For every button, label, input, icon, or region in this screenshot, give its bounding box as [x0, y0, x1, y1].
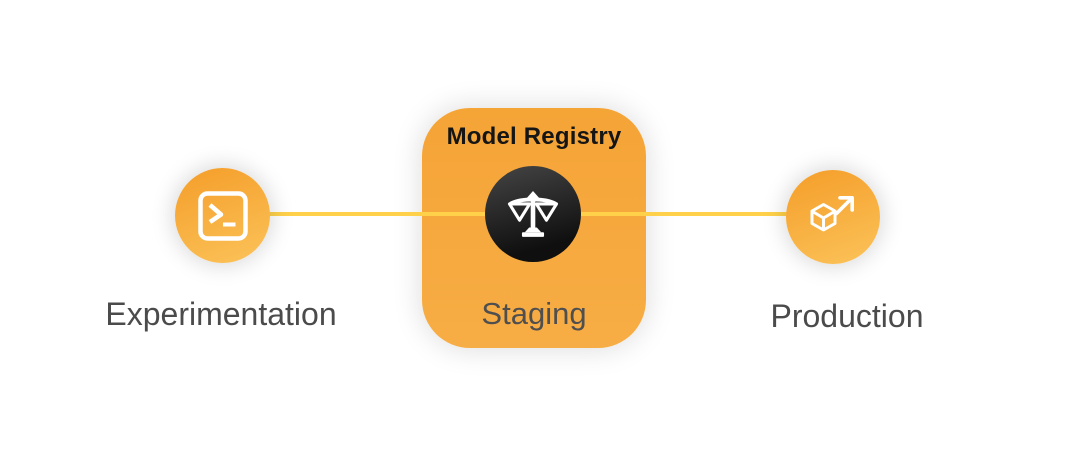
experimentation-node	[175, 168, 270, 263]
stage-label-production: Production	[770, 298, 924, 334]
model-registry-title: Model Registry	[446, 123, 622, 150]
stage-label-experimentation: Experimentation	[105, 296, 337, 332]
production-node	[786, 170, 880, 264]
registry-badge	[485, 166, 581, 262]
cube-arrow-icon	[810, 196, 854, 232]
stage-label-staging: Staging	[481, 296, 587, 331]
terminal-icon	[197, 190, 248, 241]
scales-icon	[507, 190, 559, 237]
